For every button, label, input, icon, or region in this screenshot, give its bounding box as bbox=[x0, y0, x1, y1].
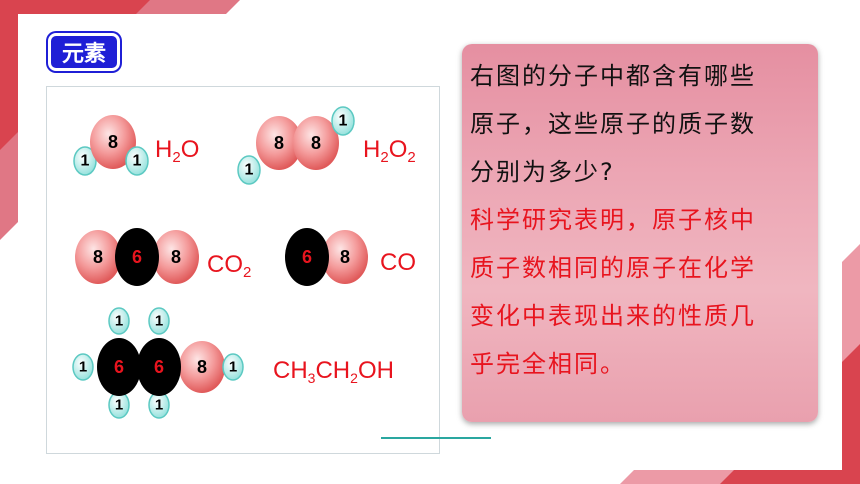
molecule-models: 1 8 1 H2O 1 8 8 1 H2O2 8 8 6 CO2 bbox=[72, 106, 416, 419]
atom-number: 6 bbox=[302, 247, 312, 267]
answer-line: 质子数相同的原子在化学 bbox=[470, 254, 756, 282]
atom-number: 8 bbox=[274, 133, 284, 153]
atom-number: 1 bbox=[245, 162, 254, 179]
atom-number: 8 bbox=[171, 247, 181, 267]
answer-line: 变化中表现出来的性质几 bbox=[470, 302, 756, 330]
carbon-atom bbox=[285, 228, 329, 286]
oxygen-atom bbox=[256, 116, 302, 170]
carbon-atom bbox=[115, 228, 159, 286]
formula-h2o2: H2O2 bbox=[363, 136, 416, 166]
oxygen-atom bbox=[179, 341, 225, 393]
molecule-co2: 8 8 6 CO2 bbox=[75, 228, 251, 286]
hydrogen-atom bbox=[237, 155, 261, 185]
carbon-atom bbox=[97, 338, 141, 396]
oxygen-atom bbox=[75, 230, 121, 284]
formula-co: CO bbox=[380, 249, 416, 276]
formula-ethanol: CH3CH2OH bbox=[273, 357, 394, 386]
question-answer-panel: 右图的分子中都含有哪些 原子，这些原子的质子数 分别为多少? 科学研究表明，原子… bbox=[462, 44, 818, 422]
hydrogen-atom bbox=[222, 353, 244, 381]
hydrogen-atom bbox=[148, 307, 170, 335]
hydrogen-atom bbox=[73, 146, 97, 176]
atom-number: 1 bbox=[133, 153, 142, 170]
atom-number: 1 bbox=[229, 359, 237, 376]
molecule-h2o2: 1 8 8 1 H2O2 bbox=[237, 106, 416, 185]
hydrogen-atom bbox=[331, 106, 355, 136]
atom-number: 8 bbox=[340, 247, 350, 267]
atom-number: 8 bbox=[311, 133, 321, 153]
atom-number: 6 bbox=[132, 247, 142, 267]
atom-number: 6 bbox=[154, 357, 164, 377]
question-line: 右图的分子中都含有哪些 bbox=[470, 62, 756, 90]
oxygen-atom bbox=[293, 116, 339, 170]
formula-h2o: H2O bbox=[155, 136, 199, 166]
atom-number: 1 bbox=[339, 113, 348, 130]
molecule-h2o: 1 8 1 H2O bbox=[73, 115, 199, 176]
atom-number: 8 bbox=[93, 247, 103, 267]
answer-line: 科学研究表明，原子核中 bbox=[470, 206, 756, 234]
section-badge: 元素 bbox=[48, 33, 120, 71]
oxygen-atom bbox=[322, 230, 368, 284]
hydrogen-atom bbox=[108, 307, 130, 335]
oxygen-atom bbox=[90, 115, 136, 169]
atom-number: 6 bbox=[114, 357, 124, 377]
hydrogen-atom bbox=[72, 353, 94, 381]
molecule-diagram-panel: 1 8 1 H2O 1 8 8 1 H2O2 8 8 6 CO2 bbox=[46, 86, 440, 454]
atom-number: 1 bbox=[155, 313, 163, 330]
answer-line: 乎完全相同。 bbox=[470, 350, 626, 378]
decorative-underline bbox=[381, 437, 491, 439]
atom-number: 8 bbox=[197, 357, 207, 377]
molecule-ethanol: 1 1 1 1 1 8 1 6 6 CH3CH2OH bbox=[72, 307, 394, 419]
atom-number: 1 bbox=[115, 397, 123, 414]
question-line: 原子，这些原子的质子数 bbox=[470, 110, 756, 138]
hydrogen-atom bbox=[125, 146, 149, 176]
carbon-atom bbox=[137, 338, 181, 396]
atom-number: 1 bbox=[155, 397, 163, 414]
question-line: 分别为多少? bbox=[470, 158, 615, 186]
oxygen-atom bbox=[153, 230, 199, 284]
atom-number: 1 bbox=[79, 359, 87, 376]
atom-number: 1 bbox=[81, 153, 90, 170]
formula-co2: CO2 bbox=[207, 251, 251, 281]
molecule-co: 8 6 CO bbox=[285, 228, 416, 286]
atom-number: 1 bbox=[115, 313, 123, 330]
atom-number: 8 bbox=[108, 132, 118, 152]
